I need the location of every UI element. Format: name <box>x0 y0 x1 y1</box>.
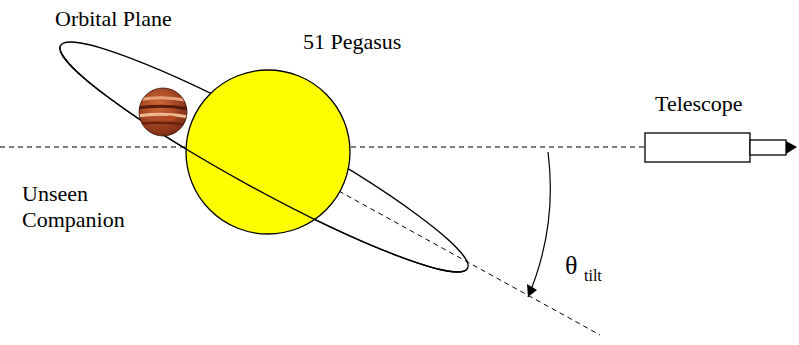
angle-arc <box>528 152 550 297</box>
planet-label: Unseen Companion <box>22 181 142 233</box>
telescope-label: Telescope <box>655 91 743 117</box>
star <box>186 70 350 234</box>
angle-subscript: tilt <box>584 266 602 286</box>
star-label: 51 Pegasus <box>303 29 401 55</box>
planet <box>137 88 189 136</box>
arc-arrowhead <box>527 284 537 297</box>
orbit-ellipse <box>45 18 483 297</box>
telescope <box>645 133 797 162</box>
angle-symbol: θ <box>565 251 577 281</box>
orbit-label: Orbital Plane <box>55 6 172 32</box>
orbit-front <box>45 32 483 296</box>
